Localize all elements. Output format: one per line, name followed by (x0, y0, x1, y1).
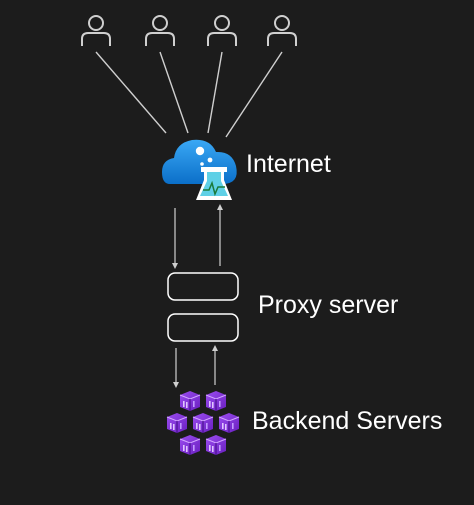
backend-servers-label: Backend Servers (252, 407, 443, 435)
connector-line (95, 51, 167, 134)
user-icon (267, 15, 297, 47)
connector-line (225, 51, 283, 138)
server-cubes-icon (166, 390, 240, 456)
proxy-server-label: Proxy server (258, 291, 399, 319)
user-icon (207, 15, 237, 47)
cloud-flask-icon (162, 139, 237, 200)
connector-line (159, 51, 189, 134)
internet-label: Internet (246, 150, 331, 178)
proxy-server-icon (167, 272, 239, 342)
user-icon (145, 15, 175, 47)
user-icon (81, 15, 111, 47)
connector-line (207, 51, 223, 134)
